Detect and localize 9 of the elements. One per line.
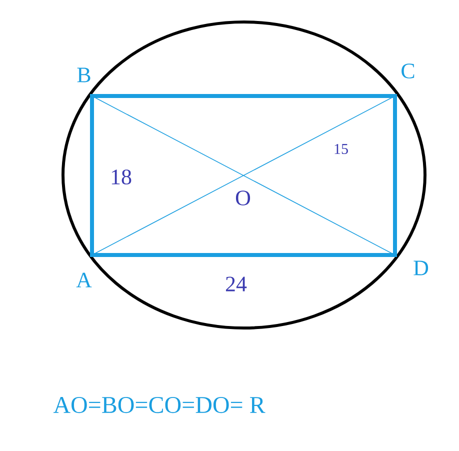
side-length: 24 bbox=[226, 276, 247, 292]
center-label: O bbox=[236, 190, 250, 206]
vertex-label: D bbox=[414, 260, 428, 276]
vertex-label: A bbox=[76, 272, 92, 288]
radius-equation: AO=BO=CO=DO= R bbox=[53, 396, 266, 414]
vertex-label: C bbox=[402, 64, 414, 78]
side-length: 18 bbox=[112, 170, 132, 184]
vertex-label: B bbox=[77, 68, 90, 82]
side-length: 15 bbox=[334, 144, 348, 154]
